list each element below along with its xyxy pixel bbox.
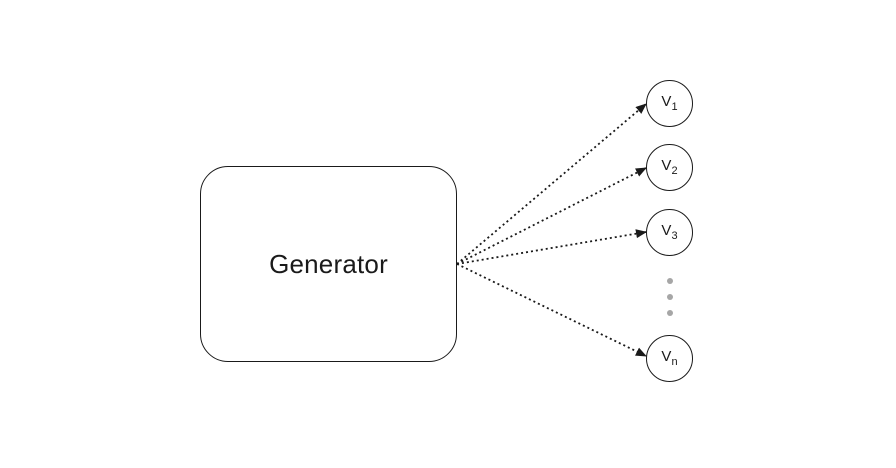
ellipsis-dot [667, 310, 673, 316]
node-v2-label: V2 [661, 158, 677, 177]
node-v2: V2 [646, 144, 693, 191]
node-v1-base: V [661, 93, 672, 110]
node-vn-sub: n [671, 356, 678, 368]
node-v3: V3 [646, 209, 693, 256]
node-v2-sub: 2 [671, 165, 678, 177]
node-v3-sub: 3 [671, 230, 678, 242]
node-v3-label: V3 [661, 223, 677, 242]
node-v1-label: V1 [661, 94, 677, 113]
node-vn: Vn [646, 335, 693, 382]
node-vn-base: V [661, 348, 672, 365]
ellipsis-dot [667, 278, 673, 284]
arrow-generator-to-vn [456, 263, 647, 357]
arrow-generator-to-v1 [456, 103, 647, 265]
generator-label: Generator [269, 248, 388, 279]
node-v3-base: V [661, 222, 672, 239]
ellipsis-dot [667, 294, 673, 300]
node-v1: V1 [646, 80, 693, 127]
node-v1-sub: 1 [671, 101, 678, 113]
arrow-generator-to-v2 [456, 167, 647, 265]
vertical-ellipsis [667, 278, 673, 316]
node-vn-label: Vn [661, 349, 677, 368]
arrow-generator-to-v3 [456, 229, 647, 265]
node-v2-base: V [661, 157, 672, 174]
generator-node: Generator [200, 166, 457, 362]
